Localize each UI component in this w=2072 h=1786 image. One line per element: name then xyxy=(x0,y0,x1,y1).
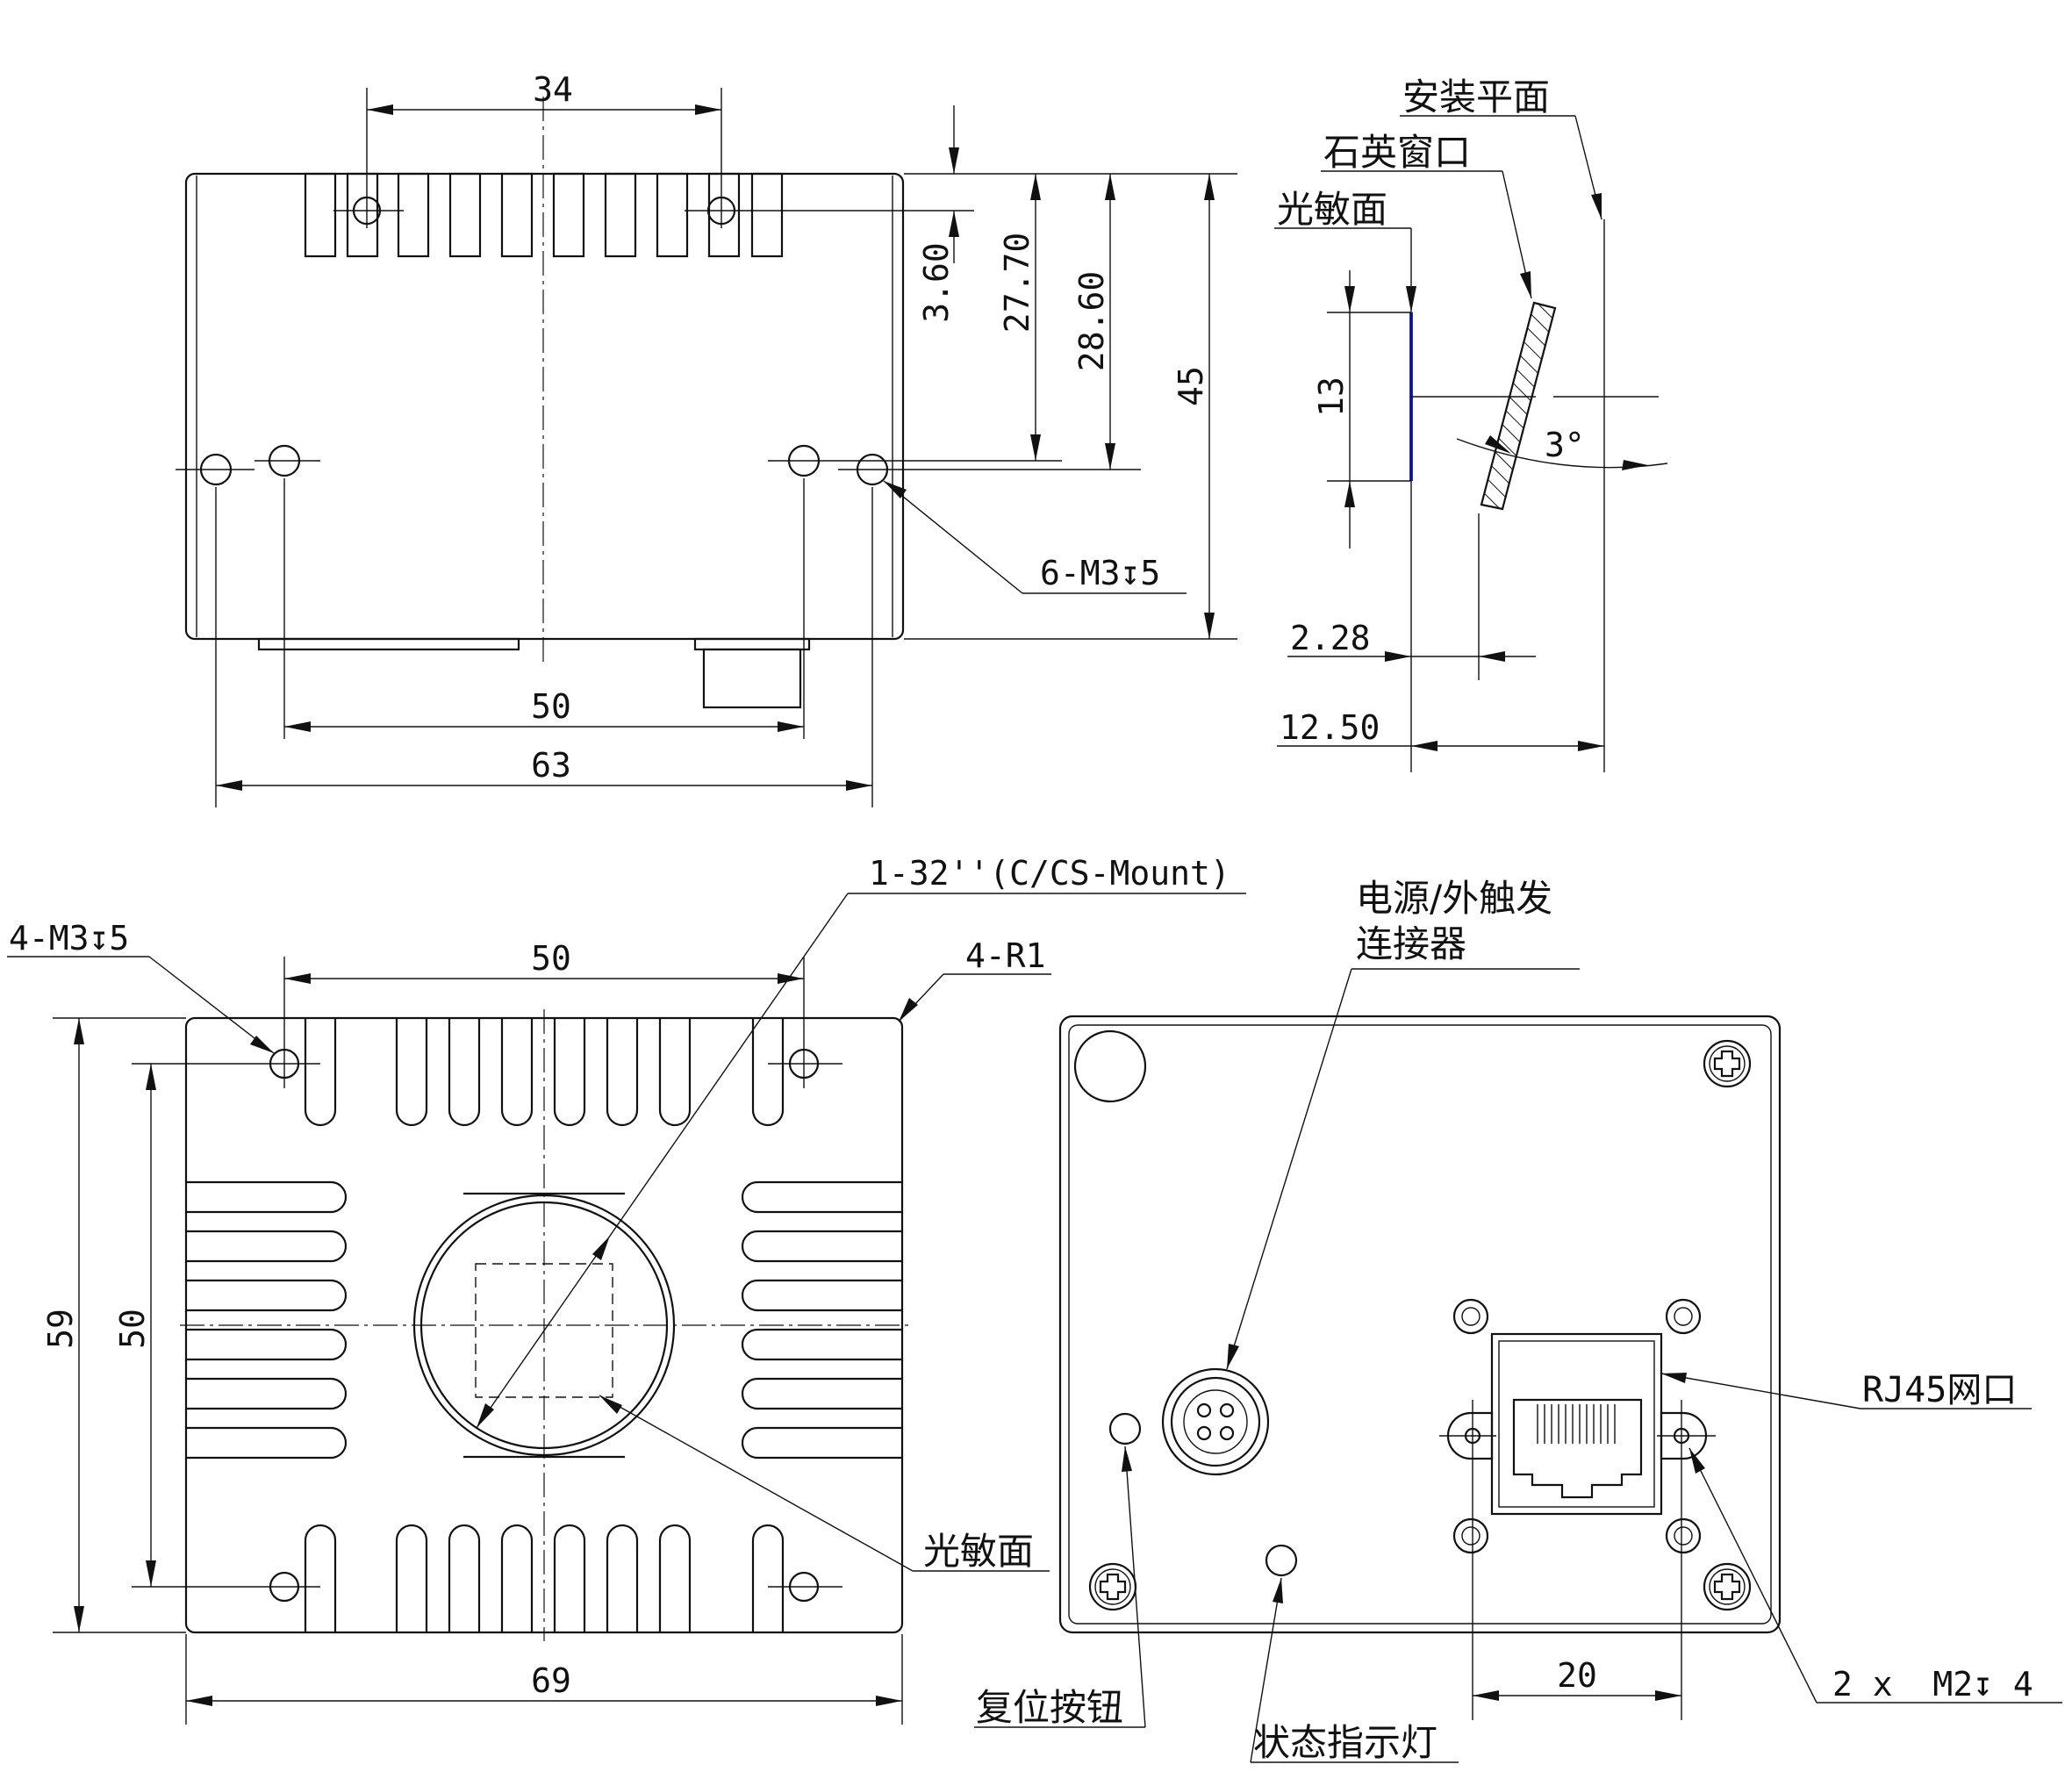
back-corner-boss xyxy=(1073,1029,1147,1103)
dim-20: 20 xyxy=(1557,1656,1597,1695)
dim-27-70: 27.70 xyxy=(998,233,1036,333)
screw-bottom-left xyxy=(1088,1562,1137,1611)
label-power-line2: 连接器 xyxy=(1356,922,1466,965)
label-quartz-window: 石英窗口 xyxy=(1323,131,1471,174)
callout-front-holes: 4-M3↧5 xyxy=(9,919,129,958)
label-status: 状态指示灯 xyxy=(1253,1721,1437,1764)
dim-34: 34 xyxy=(533,70,573,109)
front-view: 50 59 50 69 4-M3↧5 4-R1 1-32''(C/CS-Moun… xyxy=(7,854,1246,1725)
quartz-window xyxy=(1480,301,1557,511)
rj45-standoffs xyxy=(1452,1298,1702,1554)
dim-50-front-v: 50 xyxy=(113,1309,152,1349)
label-rj45: RJ45网口 xyxy=(1862,1370,2017,1410)
top-view-connector xyxy=(702,648,802,709)
back-screws xyxy=(1088,1039,1752,1611)
side-view: 13 3° 安装平面 石英窗口 光敏面 2.28 12.50 xyxy=(1274,75,1668,772)
dim-50-top: 50 xyxy=(531,687,571,726)
front-view-bottom-fins xyxy=(304,1524,785,1632)
angle-3: 3° xyxy=(1545,426,1585,464)
front-view-left-fins xyxy=(186,1180,348,1460)
dim-3-60: 3.60 xyxy=(917,242,956,323)
callout-radius: 4-R1 xyxy=(965,936,1046,975)
rj45-port[interactable] xyxy=(1490,1332,1663,1516)
front-view-top-fins xyxy=(304,1018,785,1127)
label-mount-plane: 安装平面 xyxy=(1402,75,1550,118)
callout-lens-mount: 1-32''(C/CS-Mount) xyxy=(869,854,1230,893)
dim-12-50: 12.50 xyxy=(1280,708,1380,747)
callout-top-holes: 6-M3↧5 xyxy=(1040,554,1160,592)
top-view-body xyxy=(184,172,905,641)
dim-50-front-h: 50 xyxy=(531,939,571,978)
power-connector xyxy=(1161,1367,1270,1476)
callout-screws: 2 x M2↧ 4 xyxy=(1832,1665,2033,1704)
label-power-line1: 电源/外触发 xyxy=(1356,877,1552,920)
dim-69: 69 xyxy=(531,1661,571,1700)
top-view-holes xyxy=(199,196,889,486)
dim-45: 45 xyxy=(1172,366,1210,406)
screw-top-right xyxy=(1703,1039,1752,1088)
dim-2-28: 2.28 xyxy=(1290,619,1371,657)
dim-59: 59 xyxy=(41,1309,80,1349)
reset-button[interactable] xyxy=(1108,1412,1142,1445)
dim-28-60: 28.60 xyxy=(1072,271,1111,371)
back-view: 20 电源/外触发 连接器 RJ45网口 复位按钮 状态指示灯 2 x M2↧ … xyxy=(974,877,2062,1764)
label-sensor-front: 光敏面 xyxy=(923,1530,1034,1573)
label-sensor-side: 光敏面 xyxy=(1277,188,1387,231)
rj45-pins xyxy=(1537,1404,1616,1444)
label-reset: 复位按钮 xyxy=(976,1686,1123,1729)
top-view: 34 3.60 27.70 28.60 45 50 63 xyxy=(176,70,1237,807)
status-led xyxy=(1265,1544,1298,1577)
back-view-body xyxy=(1058,1015,1782,1634)
front-view-right-fins xyxy=(741,1180,902,1460)
dim-63: 63 xyxy=(531,746,571,785)
dim-13: 13 xyxy=(1312,377,1351,417)
screw-bottom-right xyxy=(1703,1562,1752,1611)
